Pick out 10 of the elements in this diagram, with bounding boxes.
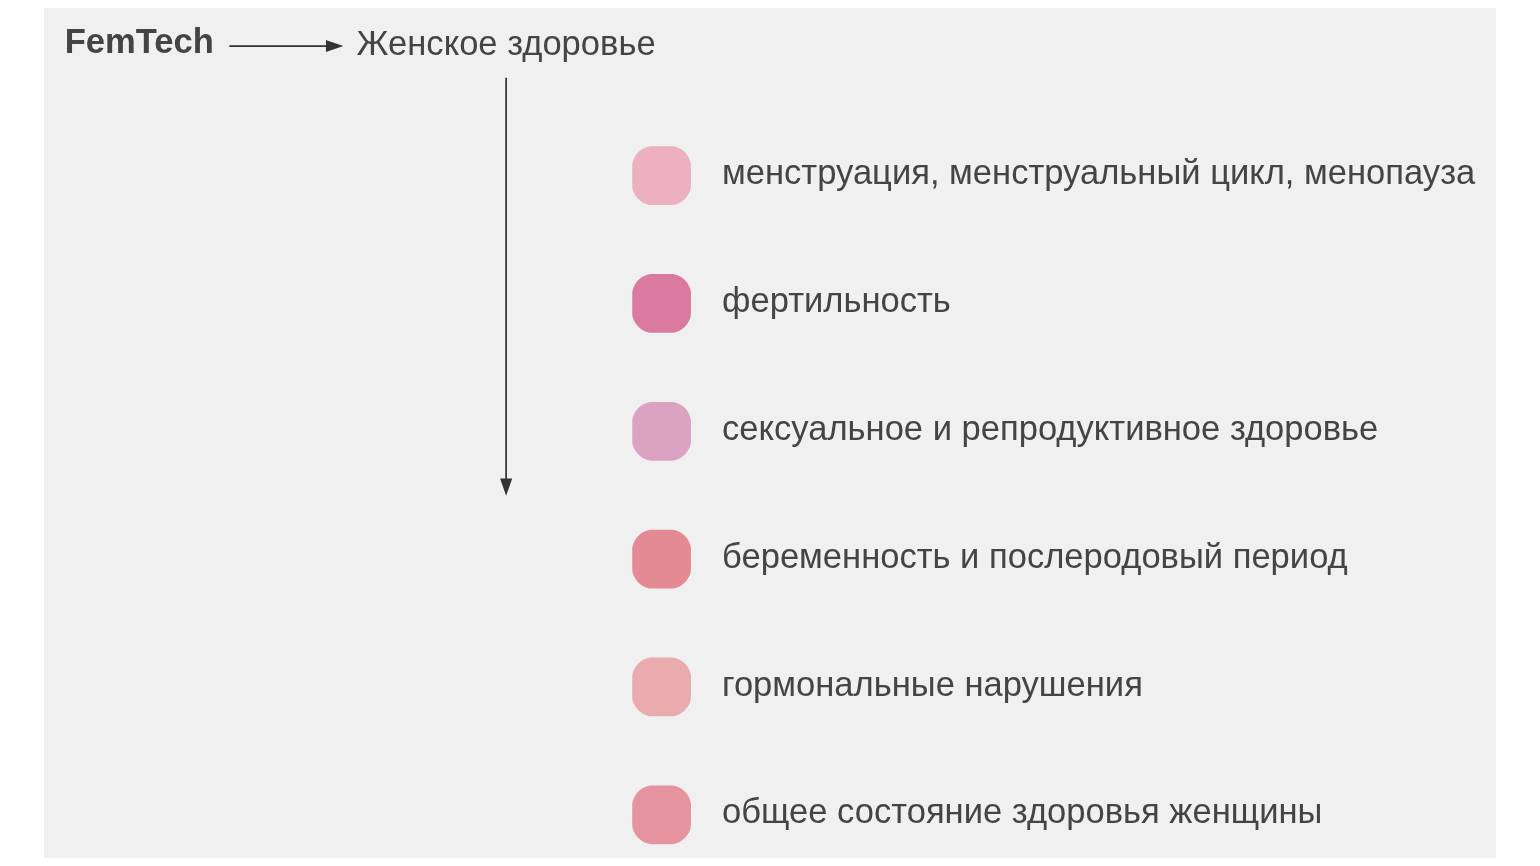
node-text: FemTech xyxy=(64,21,214,60)
legend-label: менструация, менструальный цикл, менопауза xyxy=(722,153,1476,192)
arrow xyxy=(500,76,513,496)
legend-label: беременность и послеродовый период xyxy=(722,536,1348,575)
legend-label: общее состояние здоровья женщины xyxy=(722,792,1323,831)
arrow xyxy=(228,39,344,53)
legend-label: сексуальное и репродуктивное здоровье xyxy=(722,408,1379,447)
legend-label: гормональные нарушения xyxy=(722,664,1143,703)
legend-label: фертильность xyxy=(722,281,951,320)
node-text: Женское здоровье xyxy=(356,23,656,62)
